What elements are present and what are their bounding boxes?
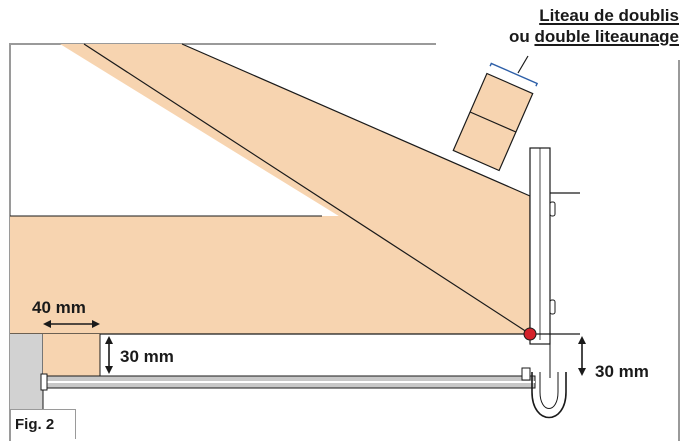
dimension-30-left-arrow: [105, 336, 113, 374]
dimension-30-left-label: 30 mm: [120, 347, 174, 366]
title-batten-term: Liteau de doublis: [539, 6, 679, 25]
hanger-clip-upper: [549, 201, 556, 217]
rafter-top-edge: [181, 43, 531, 197]
rafter: [60, 44, 530, 334]
wall: [10, 334, 43, 410]
rafter-bottom-edge: [83, 43, 531, 335]
batten-dimension-bracket: [489, 62, 539, 87]
hook-clip: [521, 367, 531, 381]
dimension-40-label: 40 mm: [32, 298, 86, 317]
title-double-batten-term: double liteaunage: [534, 27, 679, 46]
dimension-30-right-label: 30 mm: [595, 362, 649, 381]
dimension-40-arrow: [43, 320, 100, 328]
figure-label: Fig. 2: [10, 409, 76, 439]
batten-leader-line: [517, 55, 529, 74]
title-connector: ou: [508, 27, 535, 46]
fixing-point-marker: [523, 327, 537, 341]
hanger-clip-lower: [549, 299, 556, 315]
gutter-hook: [531, 372, 567, 419]
batten-stack: [452, 62, 539, 172]
dimension-30-right-arrow: [578, 336, 586, 376]
title-line-1: Liteau de doublis: [539, 6, 679, 26]
spacer-block: [43, 334, 100, 376]
rail-end-cap: [40, 373, 48, 391]
gutter-hook-inner: [539, 372, 559, 409]
title-line-2: ou double liteaunage: [509, 27, 679, 47]
